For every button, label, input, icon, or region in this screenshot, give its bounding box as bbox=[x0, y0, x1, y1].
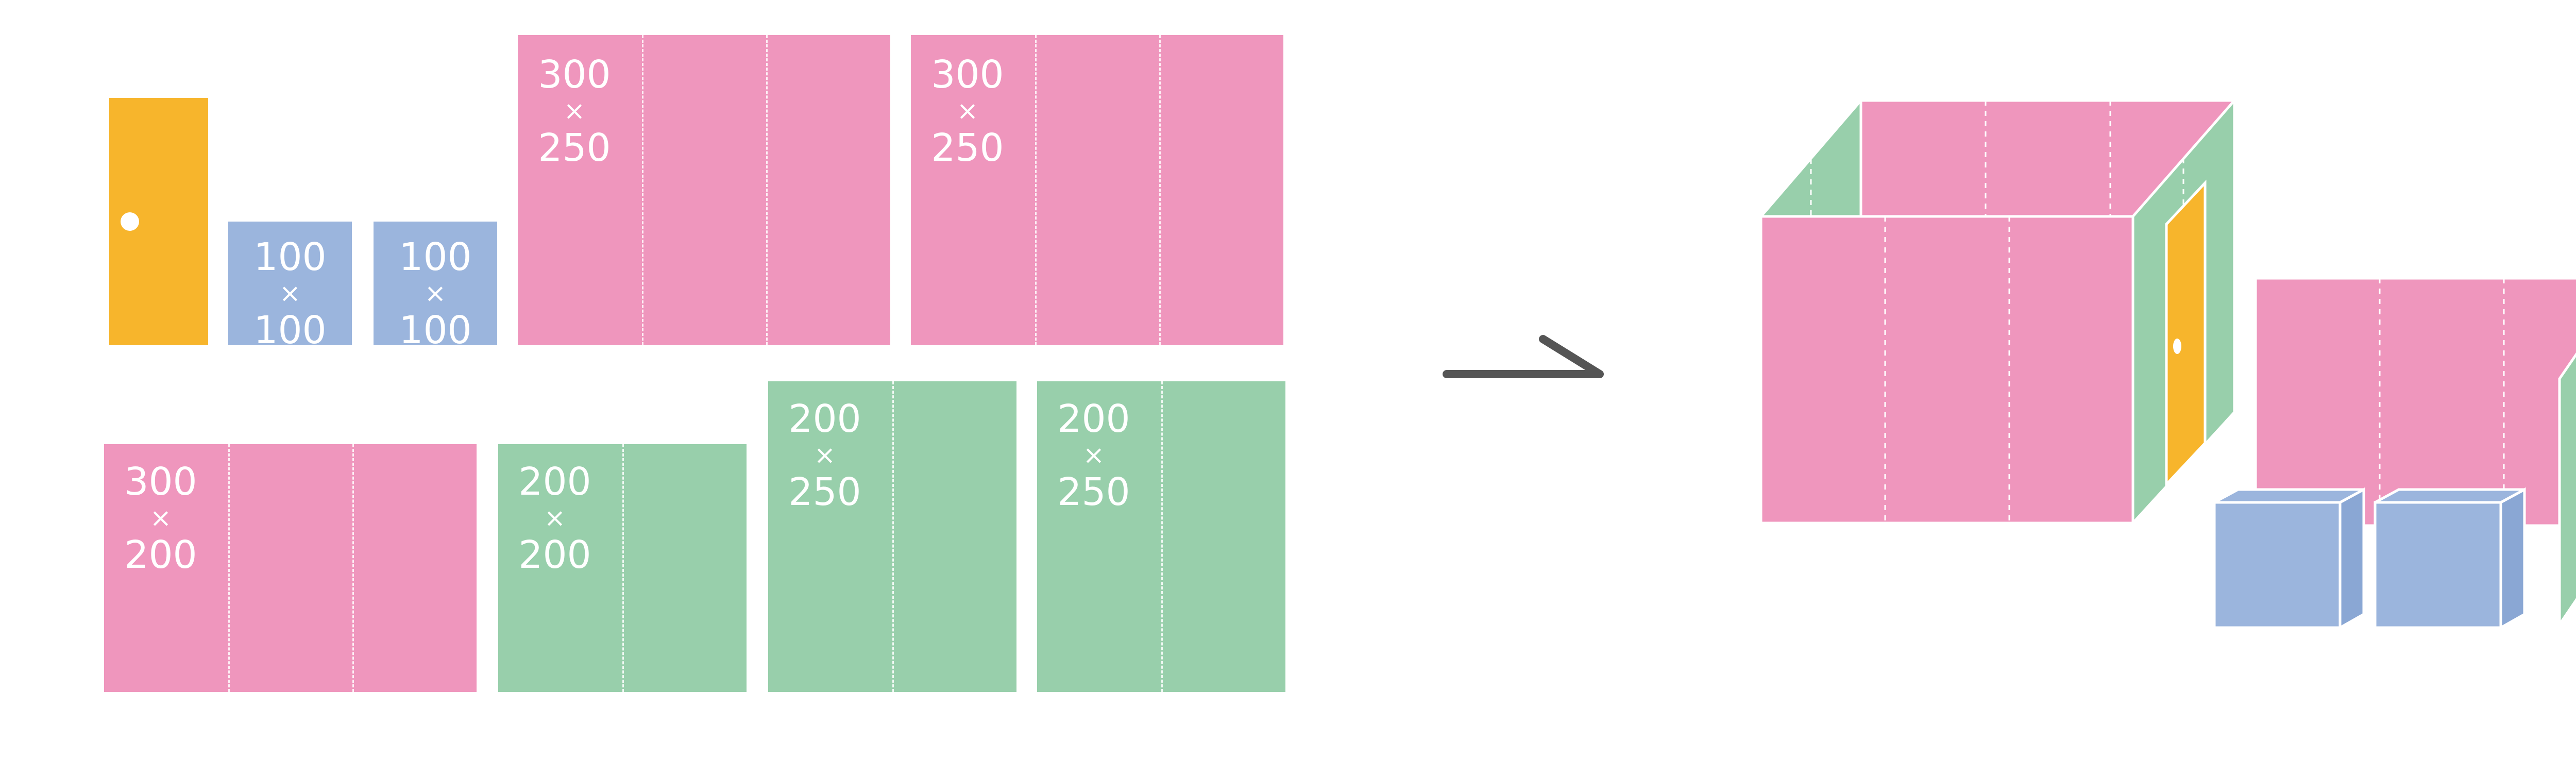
assembled-corner-walls bbox=[2254, 277, 2576, 629]
dimension-label: 300 × 200 bbox=[104, 463, 217, 574]
fold-line bbox=[642, 35, 643, 345]
corner-side-wall bbox=[2558, 352, 2576, 629]
dimension-times: × bbox=[425, 278, 446, 308]
dimension-times: × bbox=[1083, 440, 1105, 470]
assembled-box-1 bbox=[2213, 487, 2365, 630]
green-panel-200x200: 200 × 200 bbox=[498, 444, 747, 692]
corner-back-wall bbox=[2254, 277, 2576, 527]
assembled-room bbox=[1758, 97, 2236, 527]
dimension-height: 200 bbox=[518, 533, 591, 577]
dimension-label: 200 × 250 bbox=[768, 400, 882, 511]
dimension-label: 300 × 250 bbox=[911, 56, 1024, 167]
dimension-height: 250 bbox=[931, 126, 1004, 170]
dimension-height: 100 bbox=[399, 308, 472, 345]
box-top bbox=[2213, 488, 2365, 504]
fold-line bbox=[1159, 35, 1161, 345]
dimension-label: 200 × 250 bbox=[1037, 400, 1150, 511]
door-knob bbox=[2173, 339, 2181, 354]
dimension-height: 100 bbox=[253, 308, 327, 345]
arrow-right-icon bbox=[1443, 335, 1604, 378]
box-front bbox=[2213, 501, 2342, 629]
fold-line bbox=[352, 444, 354, 692]
door-knob bbox=[121, 212, 139, 231]
fold-line bbox=[892, 381, 894, 692]
fold-line bbox=[228, 444, 230, 692]
dimension-width: 200 bbox=[1057, 397, 1130, 441]
dimension-label: 300 × 250 bbox=[518, 56, 631, 167]
pink-panel-300x250-b: 300 × 250 bbox=[911, 35, 1283, 345]
dimension-label: 200 × 200 bbox=[498, 463, 612, 574]
box-side bbox=[2338, 487, 2365, 630]
blue-panel-1: 100 × 100 bbox=[228, 222, 352, 345]
dimension-width: 100 bbox=[399, 235, 472, 279]
room-front-wall bbox=[1759, 215, 2134, 525]
dimension-width: 200 bbox=[788, 397, 861, 441]
door-panel bbox=[109, 98, 208, 345]
dimension-width: 200 bbox=[518, 460, 591, 504]
fold-line bbox=[1035, 35, 1037, 345]
fold-line bbox=[766, 35, 768, 345]
dimension-width: 300 bbox=[124, 460, 197, 504]
assembled-box-2 bbox=[2374, 487, 2526, 630]
box-front bbox=[2374, 501, 2502, 629]
pink-panel-300x200: 300 × 200 bbox=[104, 444, 477, 692]
dimension-times: × bbox=[814, 440, 836, 470]
dimension-times: × bbox=[957, 96, 978, 126]
dimension-times: × bbox=[544, 503, 566, 533]
dimension-times: × bbox=[564, 96, 585, 126]
green-panel-200x250-b: 200 × 250 bbox=[1037, 381, 1285, 692]
green-panel-200x250-a: 200 × 250 bbox=[768, 381, 1016, 692]
dimension-width: 100 bbox=[253, 235, 327, 279]
blue-panel-2: 100 × 100 bbox=[374, 222, 497, 345]
dimension-times: × bbox=[279, 278, 301, 308]
dimension-height: 250 bbox=[1057, 470, 1130, 514]
dimension-width: 300 bbox=[538, 53, 611, 97]
fold-line bbox=[1161, 381, 1163, 692]
fold-line bbox=[622, 444, 624, 692]
assembled-door bbox=[2165, 179, 2207, 488]
room-left-side-wall bbox=[1758, 97, 1862, 218]
pink-panel-300x250-a: 300 × 250 bbox=[518, 35, 890, 345]
dimension-height: 250 bbox=[788, 470, 861, 514]
room-back-wall bbox=[1859, 99, 2236, 218]
dimension-label: 100 × 100 bbox=[374, 238, 497, 345]
dimension-height: 200 bbox=[124, 533, 197, 577]
dimension-times: × bbox=[150, 503, 172, 533]
box-top bbox=[2374, 488, 2526, 504]
dimension-height: 250 bbox=[538, 126, 611, 170]
box-side bbox=[2499, 487, 2526, 630]
dimension-label: 100 × 100 bbox=[228, 238, 352, 345]
dimension-width: 300 bbox=[931, 53, 1004, 97]
